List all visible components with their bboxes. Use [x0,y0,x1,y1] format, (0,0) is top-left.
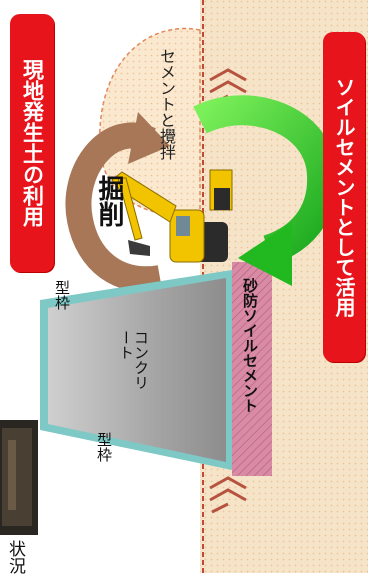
photo-strip [0,420,38,535]
label-erosion-soil-cement: 砂防ソイルセメント [241,278,259,413]
soil-cement-band [232,262,272,476]
label-formwork-bottom: 型枠 [95,432,113,462]
label-excavation: 掘削 [94,175,124,227]
label-mix-with-cement: セメントと攪拌 [157,48,176,160]
curved-arrow-icon [193,95,338,286]
label-use-as-soil-cement: ソイルセメントとして活用 [323,32,365,362]
photo-caption: 状況 [5,540,25,574]
label-local-soil-use: 現地発生土の利用 [10,14,54,272]
label-concrete: コンクリート [117,330,150,390]
excavator-icon [111,169,233,263]
circular-arrow-icon [65,112,170,293]
label-local-soil-use-text: 現地発生土の利用 [20,59,45,227]
dam-section [40,270,232,470]
label-use-as-soil-cement-text: ソイルセメントとして活用 [332,77,356,317]
label-formwork-top: 型枠 [53,280,71,310]
